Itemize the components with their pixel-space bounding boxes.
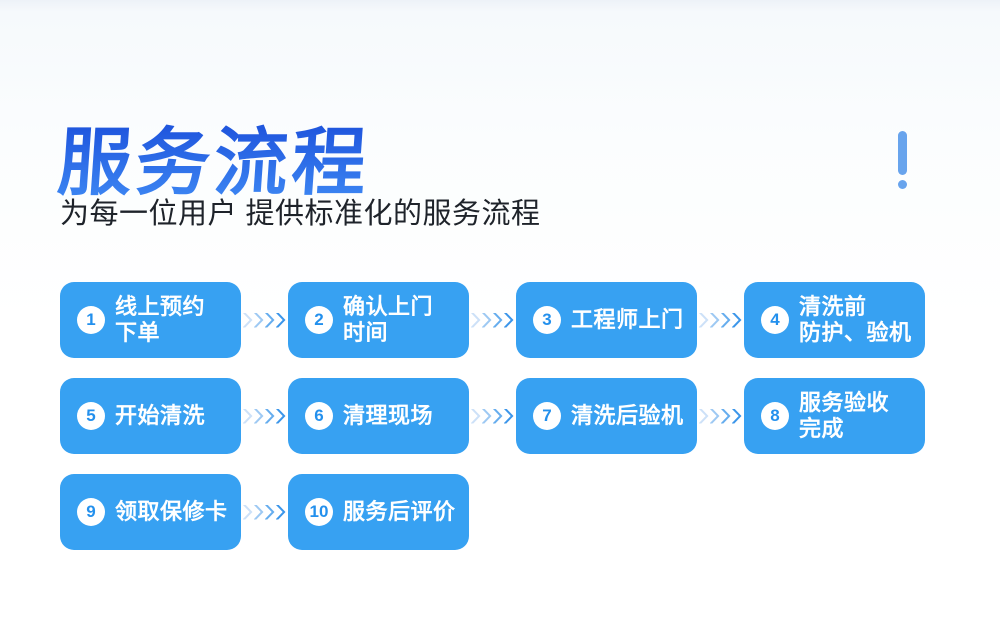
flow-arrow-icon [241,504,288,520]
flow-row: 1 线上预约下单 2 确认上门时间 3 工程师上门 4 清洗前防护、验机 [60,282,925,358]
step-number-badge: 8 [761,402,789,430]
flow-step: 9 领取保修卡 [60,474,241,550]
step-number-badge: 7 [533,402,561,430]
flow-arrow-icon [697,408,744,424]
flow-arrow-icon [241,408,288,424]
step-number-badge: 3 [533,306,561,334]
step-label: 服务验收完成 [799,390,890,441]
step-label: 清理现场 [343,403,434,429]
step-number-badge: 9 [77,498,105,526]
flow-step: 7 清洗后验机 [516,378,697,454]
flow-row: 5 开始清洗 6 清理现场 7 清洗后验机 8 服务验收完成 [60,378,925,454]
step-number-badge: 4 [761,306,789,334]
flow-step: 5 开始清洗 [60,378,241,454]
step-number-badge: 5 [77,402,105,430]
flow-step: 8 服务验收完成 [744,378,925,454]
flow-arrow-icon [469,312,516,328]
step-label: 开始清洗 [115,403,206,429]
flow-step: 10 服务后评价 [288,474,469,550]
step-label: 领取保修卡 [115,499,228,525]
flow-step: 1 线上预约下单 [60,282,241,358]
flow-arrow-icon [469,408,516,424]
step-number-badge: 6 [305,402,333,430]
step-label: 清洗前防护、验机 [799,294,912,345]
step-label: 线上预约下单 [115,294,206,345]
step-label: 工程师上门 [571,307,684,333]
step-label: 清洗后验机 [571,403,684,429]
flow-arrow-icon [697,312,744,328]
flow-step: 4 清洗前防护、验机 [744,282,925,358]
exclamation-bar [898,131,907,175]
flow-step: 2 确认上门时间 [288,282,469,358]
step-label: 服务后评价 [343,499,456,525]
step-number-badge: 10 [305,498,333,526]
exclamation-dot [898,180,907,189]
page-subtitle: 为每一位用户 提供标准化的服务流程 [60,198,541,230]
flow-diagram: 1 线上预约下单 2 确认上门时间 3 工程师上门 4 清洗前防护、验机 5 开… [60,282,925,550]
flow-step: 6 清理现场 [288,378,469,454]
flow-step: 3 工程师上门 [516,282,697,358]
step-number-badge: 1 [77,306,105,334]
step-number-badge: 2 [305,306,333,334]
flow-arrow-icon [241,312,288,328]
step-label: 确认上门时间 [343,294,434,345]
flow-row: 9 领取保修卡 10 服务后评价 [60,474,925,550]
exclamation-icon [898,131,907,189]
